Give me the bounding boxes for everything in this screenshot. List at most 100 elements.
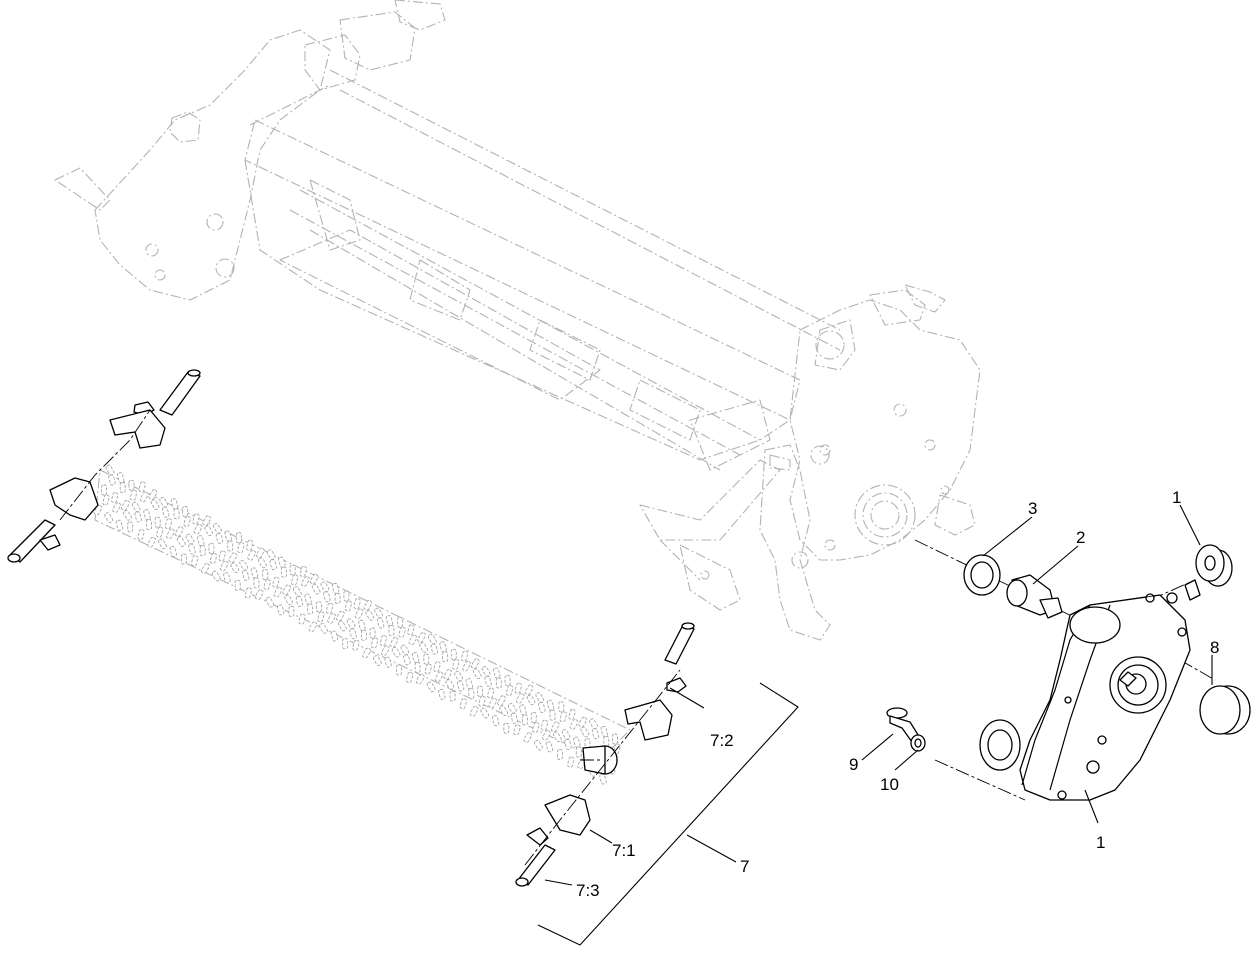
brush-tine (301, 576, 310, 587)
brush-tine (323, 591, 331, 603)
brush-tine (209, 552, 218, 564)
brush-tine (398, 626, 406, 638)
brush-tine (493, 667, 501, 679)
brush-tine (263, 579, 271, 591)
brush-tine (369, 627, 376, 639)
brush-tine (307, 603, 314, 615)
brush-tine (116, 472, 125, 484)
brush-tine (119, 482, 126, 494)
brush-tine (223, 572, 231, 584)
brush-tine (182, 506, 189, 517)
brush-tine (258, 557, 267, 569)
callout-1-bearing: 1 (1172, 488, 1181, 507)
brush-tine (388, 625, 395, 637)
brush-tine (491, 715, 500, 727)
brush-tine (599, 773, 607, 785)
brush-tine (374, 607, 383, 619)
brush-tine (470, 658, 480, 669)
callout-2-spacer: 2 (1076, 528, 1085, 547)
brush-tine (452, 658, 460, 670)
brush-tine (578, 716, 588, 728)
brush-tine (567, 756, 575, 768)
brush-tine (188, 543, 196, 555)
brush-tine (522, 714, 528, 726)
brush-tine (510, 712, 519, 724)
brush-tine (190, 555, 199, 567)
brush-tine (319, 623, 328, 634)
brush-tine (272, 576, 280, 588)
brush-tine (411, 652, 420, 663)
brush-tine (535, 692, 545, 703)
brush-tine (148, 489, 158, 500)
brush-tine (185, 533, 195, 545)
brush-tine (538, 702, 546, 713)
brush-tine (129, 489, 138, 501)
callout-8-cap: 8 (1210, 638, 1219, 657)
brush-tine (224, 530, 232, 542)
brush-tine (450, 648, 457, 660)
brush-tine (558, 701, 565, 713)
gearbox-housing (979, 592, 1191, 801)
brush-tine (317, 611, 325, 623)
brush-tine (462, 660, 471, 672)
brush-tine (445, 679, 455, 690)
brush-tine (504, 675, 511, 687)
callout-7-brush-kit: 7 (740, 857, 749, 876)
brush-tine (353, 598, 361, 610)
brush-tine (343, 590, 350, 602)
brush-tine (308, 621, 318, 633)
brush-tine (550, 721, 560, 733)
brush-tine (549, 709, 556, 721)
brush-tine (241, 569, 250, 581)
brush-tine (331, 582, 340, 594)
brush-tine (443, 669, 453, 680)
brush-tine (524, 684, 534, 696)
brush-tine (459, 698, 468, 710)
brush-tine (349, 628, 357, 640)
brush-tine (128, 479, 135, 491)
brush-tine (239, 560, 249, 571)
brush-tine (561, 729, 571, 740)
brush-tine (417, 632, 426, 643)
brush-tine (530, 712, 537, 723)
brush-tine (278, 556, 286, 568)
brush-tine (155, 526, 164, 538)
brush-tine (215, 532, 224, 544)
brush-tine (381, 645, 390, 656)
brush-tine (101, 484, 107, 496)
brush-tine (400, 644, 410, 656)
brush-tine (320, 581, 330, 593)
brush-tine (397, 616, 404, 628)
brush-tine (230, 562, 240, 573)
roller-brush (93, 464, 631, 785)
brush-tine (456, 680, 465, 692)
brush-tine (211, 570, 221, 582)
brush-tine (219, 560, 229, 572)
brush-tine (105, 464, 115, 476)
brush-tine (181, 553, 187, 565)
brush-tine (414, 662, 421, 673)
brush-tine (228, 552, 238, 563)
callout-10-washer: 10 (880, 775, 899, 794)
brush-tine (591, 728, 600, 740)
brush-tine (227, 540, 234, 552)
brush-tine (363, 600, 373, 611)
brush-tine (93, 504, 103, 516)
brush-tine (360, 629, 367, 641)
brush-tine (154, 516, 161, 528)
brush-tine (134, 511, 142, 523)
brush-tine (245, 539, 254, 551)
brush-tine (164, 518, 173, 530)
brush-mount-hardware-right (515, 622, 695, 887)
brush-tine (469, 706, 479, 717)
spacer (1006, 574, 1063, 619)
brush-tine (472, 668, 482, 679)
brush-tine (427, 633, 437, 645)
brush-tine (342, 638, 349, 650)
brush-tine (110, 492, 119, 504)
brush-tine (385, 615, 394, 627)
brush-tine (424, 663, 433, 675)
brush-tine (589, 718, 598, 729)
brush-tine (115, 519, 124, 531)
brush-tine (139, 491, 149, 503)
